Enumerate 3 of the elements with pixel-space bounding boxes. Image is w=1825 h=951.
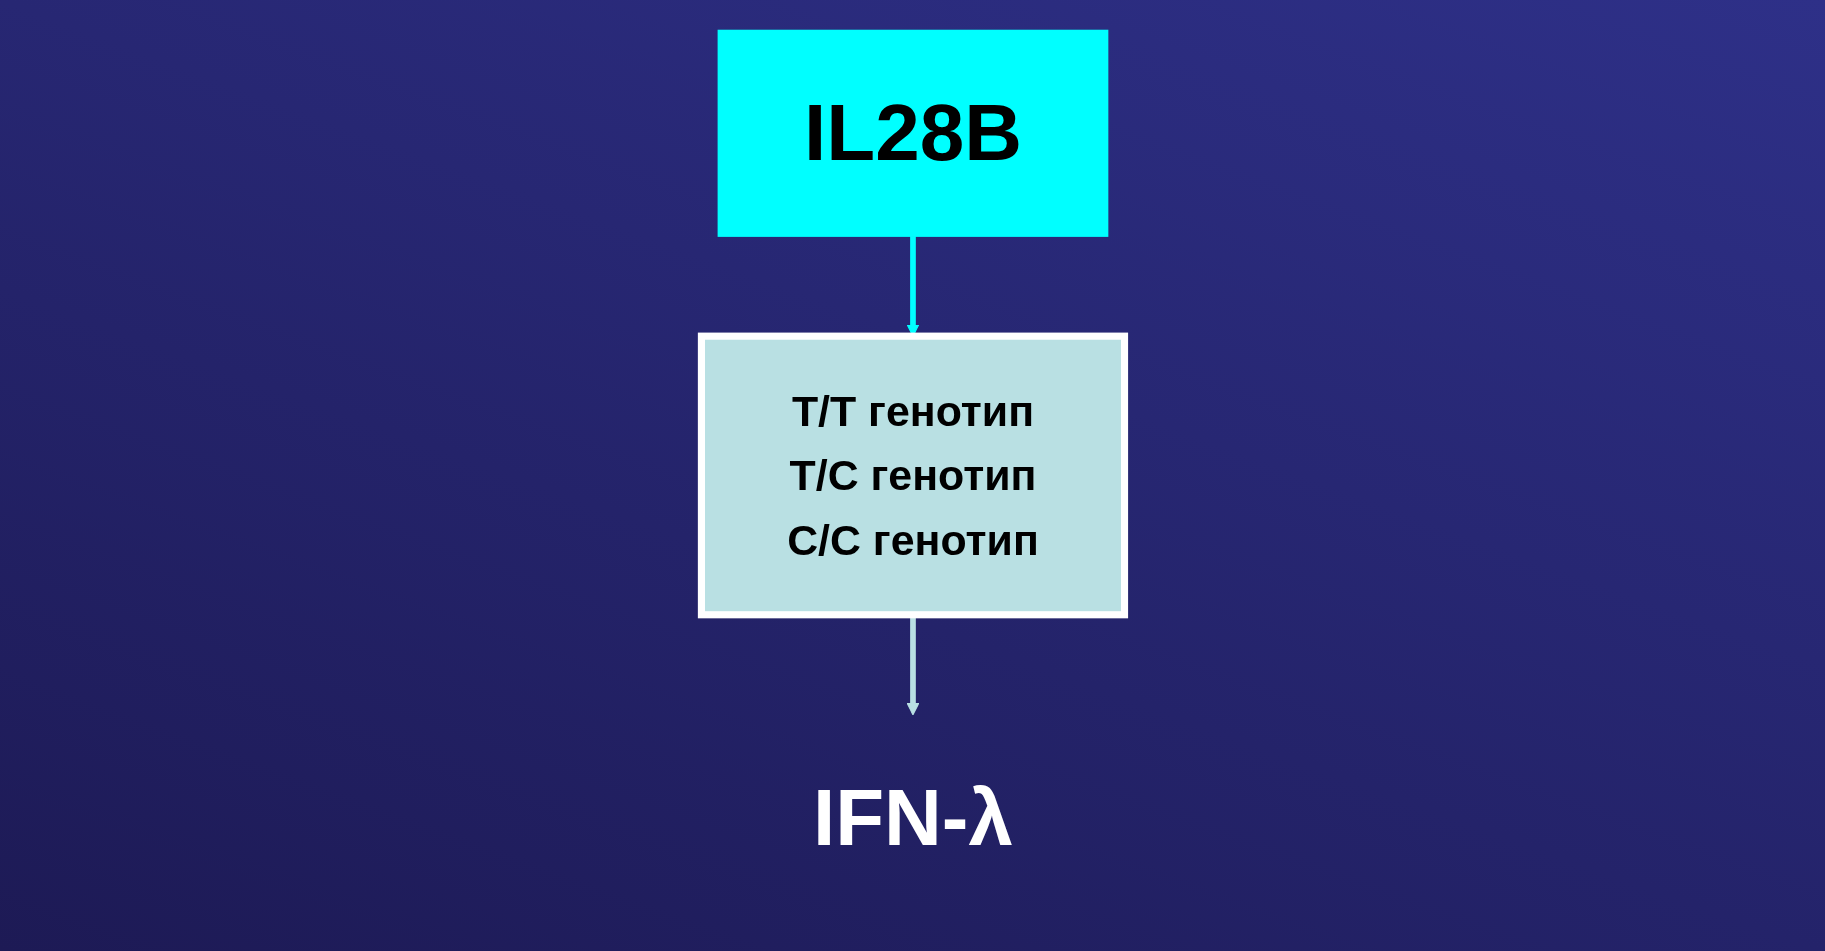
node-box: T/T генотип T/C генотип C/C генотип bbox=[697, 332, 1128, 619]
node-text: IFN-λ bbox=[812, 771, 1013, 862]
node-box: IL28B bbox=[717, 29, 1108, 237]
